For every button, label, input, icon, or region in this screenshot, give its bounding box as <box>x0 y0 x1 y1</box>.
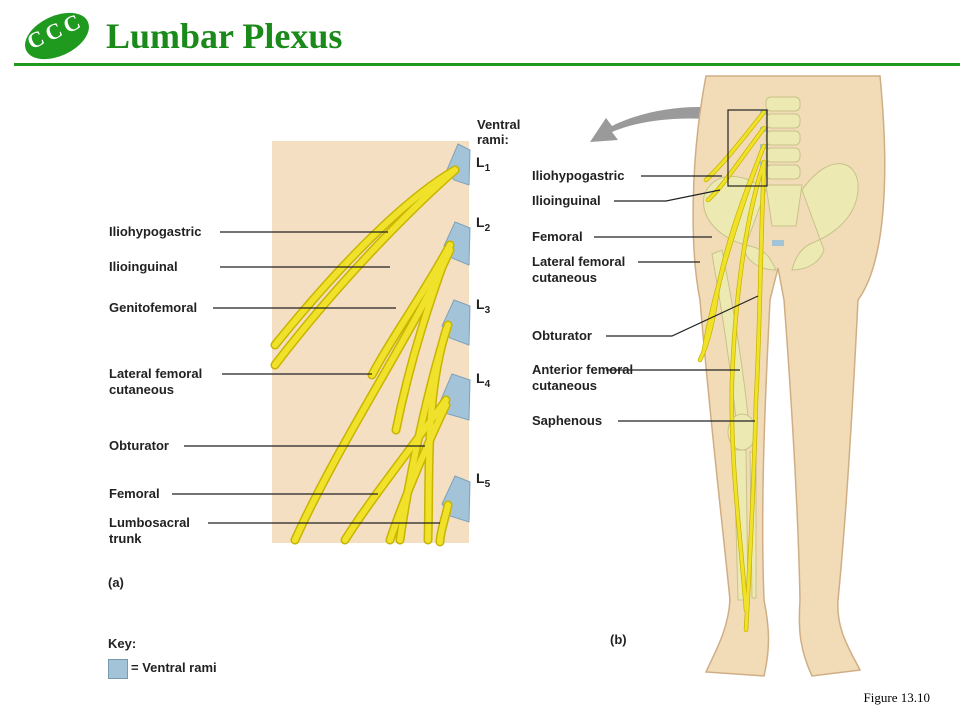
label-b-ilioinguinal: Ilioinguinal <box>532 193 601 208</box>
panel-b-nerves <box>697 109 767 633</box>
panel-a-tag: (a) <box>108 575 124 590</box>
label-a-ilioinguinal: Ilioinguinal <box>109 259 178 274</box>
label-b-lateral-femoral-cutaneous: Lateral femoral cutaneous <box>532 254 626 285</box>
label-a-lumbosacral-trunk: Lumbosacral trunk <box>109 515 190 546</box>
level-l3: L3 <box>476 296 491 316</box>
level-l4: L4 <box>476 370 491 390</box>
level-l2: L2 <box>476 214 491 234</box>
key-ventral-rami: = Ventral rami <box>131 660 217 675</box>
panel-b-skeleton <box>703 96 859 601</box>
slide-title: Lumbar Plexus <box>106 16 343 56</box>
ventral-rami-header: Ventral rami: <box>477 117 521 147</box>
panel-a-leader-lines <box>172 231 440 524</box>
panel-b-tag: (b) <box>610 632 627 647</box>
label-a-genitofemoral: Genitofemoral <box>109 300 198 315</box>
key-swatch <box>108 659 128 679</box>
key-title: Key: <box>108 636 137 651</box>
level-l1: L1 <box>476 154 491 174</box>
level-l5: L5 <box>476 470 491 490</box>
pointer-arrow <box>590 106 720 142</box>
inset-box <box>727 109 768 187</box>
label-a-femoral: Femoral <box>109 486 160 501</box>
label-b-femoral: Femoral <box>532 229 583 244</box>
label-b-iliohypogastric: Iliohypogastric <box>532 168 625 183</box>
figure-reference: Figure 13.10 <box>863 690 930 705</box>
label-a-iliohypogastric: Iliohypogastric <box>109 224 202 239</box>
label-b-obturator: Obturator <box>532 328 592 343</box>
panel-a-background <box>272 141 469 543</box>
label-a-lateral-femoral-cutaneous: Lateral femoral cutaneous <box>109 366 203 397</box>
label-b-saphenous: Saphenous <box>532 413 603 428</box>
title-divider <box>14 63 960 66</box>
label-b-anterior-femoral-cutaneous: Anterior femoral cutaneous <box>532 362 634 393</box>
panel-b-leader-lines <box>594 175 759 422</box>
label-a-obturator: Obturator <box>109 438 169 453</box>
ecc-logo: C C C <box>23 9 89 60</box>
